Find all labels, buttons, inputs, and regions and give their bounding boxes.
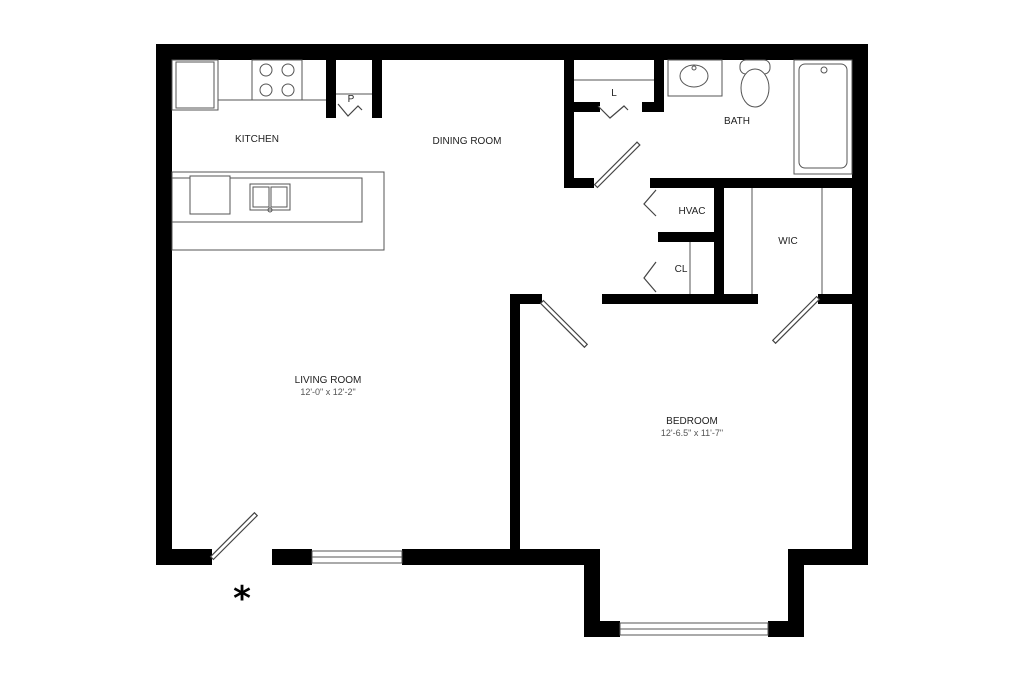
dishwasher (189, 175, 231, 215)
wall-top (156, 44, 868, 60)
pantry-door[interactable] (337, 103, 363, 117)
wall-bottom-right (788, 549, 868, 565)
dining-room-label: DINING ROOM (433, 136, 502, 147)
bedroom-label: BEDROOM (666, 416, 718, 427)
wall-bay-left (584, 549, 600, 637)
doors (209, 103, 821, 561)
bedroom-size: 12'-6.5" x 11'-7" (661, 428, 723, 438)
wall-bottom-entry-right (272, 549, 312, 565)
drain-icon (820, 66, 828, 74)
bathtub (793, 59, 853, 175)
closet-door[interactable] (643, 261, 657, 293)
exterior-walls (156, 44, 868, 637)
linen-label: L (611, 88, 617, 99)
burner-icon (281, 83, 295, 97)
bedroom-wall-top-right (818, 294, 856, 304)
pantry-wall-left (326, 60, 336, 118)
living-room-label: LIVING ROOM (295, 375, 362, 386)
pantry-wall-right (372, 60, 382, 118)
bath-wall-bottom (650, 178, 856, 188)
linen-wall-bottom-right (642, 102, 664, 112)
wall-bay-right (788, 549, 804, 637)
bedroom-wall-top-left (602, 294, 758, 304)
linen-wall-bottom-left (574, 102, 600, 112)
burner-icon (259, 83, 273, 97)
living-bedroom-wall (510, 294, 520, 556)
burner-icon (281, 63, 295, 77)
entry-door[interactable] (209, 511, 259, 561)
closet-label: CL (675, 264, 688, 275)
wic-door[interactable] (771, 295, 821, 345)
sink (249, 183, 291, 211)
wall-bottom-living-right (402, 549, 598, 565)
bath-wall-left (564, 60, 574, 188)
refrigerator (171, 59, 219, 111)
toilet-bowl (740, 68, 770, 108)
pantry-label: P (348, 94, 355, 105)
interior-walls (326, 60, 856, 556)
stove (251, 59, 303, 101)
entry-marker-icon: * (233, 579, 251, 619)
bath-wall-bottom-stub (564, 178, 594, 188)
wall-bottom-left-stub (156, 549, 212, 565)
linen-door[interactable] (597, 105, 629, 119)
bath-fixtures (574, 59, 853, 175)
wall-left (156, 44, 172, 565)
wall-right (852, 44, 868, 565)
closet-shelves (689, 188, 823, 294)
kitchen-fixtures (171, 59, 385, 251)
wic-label: WIC (778, 236, 797, 247)
sink-basin (679, 64, 709, 88)
wall-bay-bottom-left (584, 621, 620, 637)
hvac-label: HVAC (678, 206, 705, 217)
room-labels: KITCHEN P DINING ROOM L BATH HVAC CL WIC… (233, 88, 798, 619)
bath-label: BATH (724, 116, 750, 127)
living-room-size: 12'-0" x 12'-2" (300, 387, 355, 397)
kitchen-label: KITCHEN (235, 134, 279, 145)
hvac-door[interactable] (643, 189, 657, 217)
burner-icon (259, 63, 273, 77)
windows (311, 550, 769, 636)
bedroom-door[interactable] (539, 299, 589, 349)
faucet-icon (267, 207, 273, 213)
linen-wall-right (654, 60, 664, 112)
hvac-cl-divider (658, 232, 722, 242)
bath-door[interactable] (593, 141, 641, 189)
living-bedroom-wall-top (510, 294, 542, 304)
